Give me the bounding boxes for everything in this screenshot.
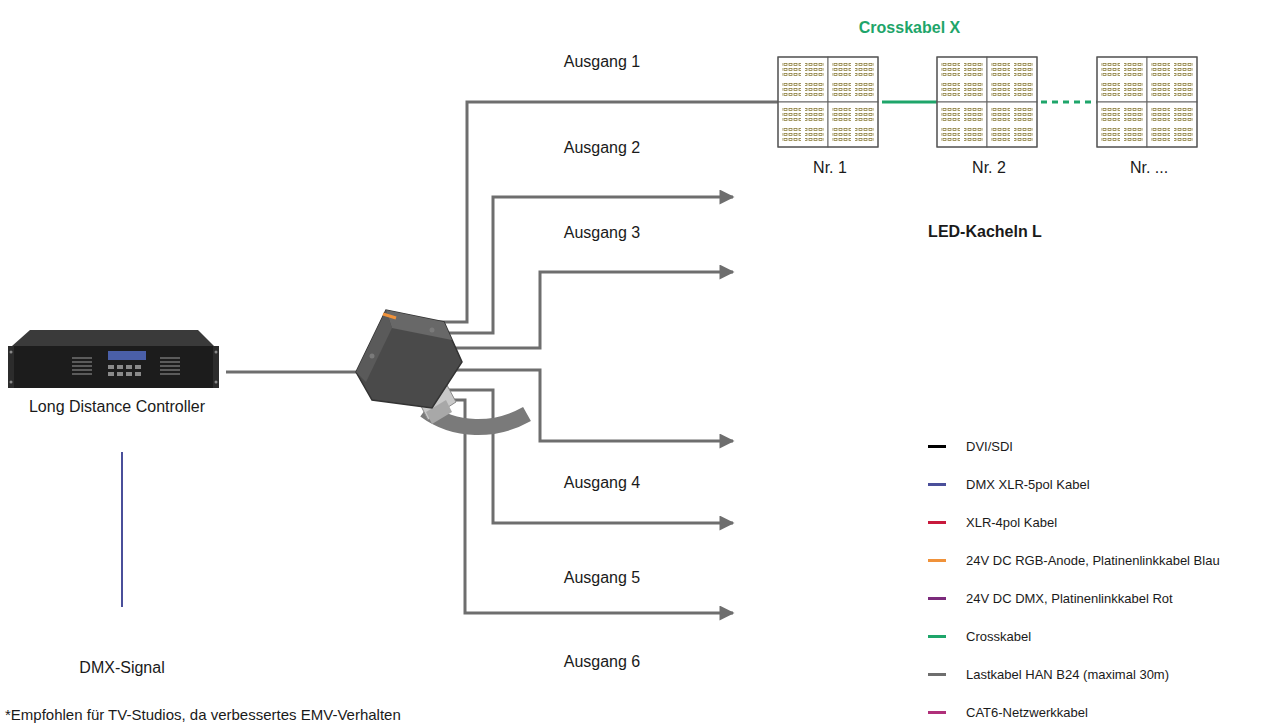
- output-label: Ausgang 6: [564, 653, 641, 671]
- load-cable: [226, 102, 778, 372]
- output-label: Ausgang 3: [564, 224, 641, 242]
- legend-swatch: [928, 559, 946, 562]
- node-label: Nr. 2: [937, 159, 1041, 177]
- legend-swatch: [928, 445, 946, 448]
- dmx-cable: [121, 452, 123, 607]
- legend-text: CAT6-Netzwerkkabel: [966, 705, 1088, 720]
- legend-swatch: [928, 673, 946, 676]
- output-label: Ausgang 2: [564, 139, 641, 157]
- output-line: [440, 272, 733, 348]
- node-label: Nr. 1: [778, 159, 882, 177]
- legend-text: DVI/SDI: [966, 439, 1013, 454]
- legend-text: 24V DC DMX, Platinenlinkkabel Rot: [966, 591, 1173, 606]
- output-label: Ausgang 1: [564, 53, 641, 71]
- led-tile-node: Nr. 2: [937, 57, 1041, 177]
- legend-swatch: [928, 521, 946, 524]
- signal-name: DMX-Signal: [79, 659, 164, 677]
- output-lines: [430, 197, 733, 613]
- led-tile-node: Nr. 1: [778, 57, 882, 177]
- legend-swatch: [928, 711, 946, 714]
- output-label: Ausgang 5: [564, 569, 641, 587]
- controller-node: Long Distance Controller: [8, 326, 226, 416]
- cross-cable: [1041, 101, 1097, 104]
- output-label: Ausgang 4: [564, 474, 641, 492]
- footnote: *Empfohlen für TV-Studios, da verbessert…: [5, 706, 401, 723]
- edge-label: Crosskabel X: [859, 19, 960, 37]
- legend-text: Crosskabel: [966, 629, 1031, 644]
- output-line: [440, 390, 733, 523]
- legend-swatch: [928, 597, 946, 600]
- led-tile-illustration: [937, 57, 1037, 147]
- node-label: Long Distance Controller: [8, 398, 226, 416]
- legend-swatch: [928, 635, 946, 638]
- led-tile-node: Nr. ...: [1097, 57, 1201, 177]
- legend-text: XLR-4pol Kabel: [966, 515, 1057, 530]
- led-tile-illustration: [1097, 57, 1197, 147]
- legend-text: 24V DC RGB-Anode, Platinenlinkkabel Blau: [966, 553, 1220, 568]
- group-title: LED-Kacheln L: [928, 223, 1042, 241]
- node-label: Nr. ...: [1097, 159, 1201, 177]
- legend-text: DMX XLR-5pol Kabel: [966, 477, 1090, 492]
- cross-cable: [882, 101, 937, 104]
- led-tile-illustration: [778, 57, 878, 147]
- legend-swatch: [928, 483, 946, 486]
- controller-illustration: [8, 330, 219, 388]
- legend-text: Lastkabel HAN B24 (maximal 30m): [966, 667, 1169, 682]
- han-connector: [356, 310, 527, 427]
- output-line: [430, 197, 733, 333]
